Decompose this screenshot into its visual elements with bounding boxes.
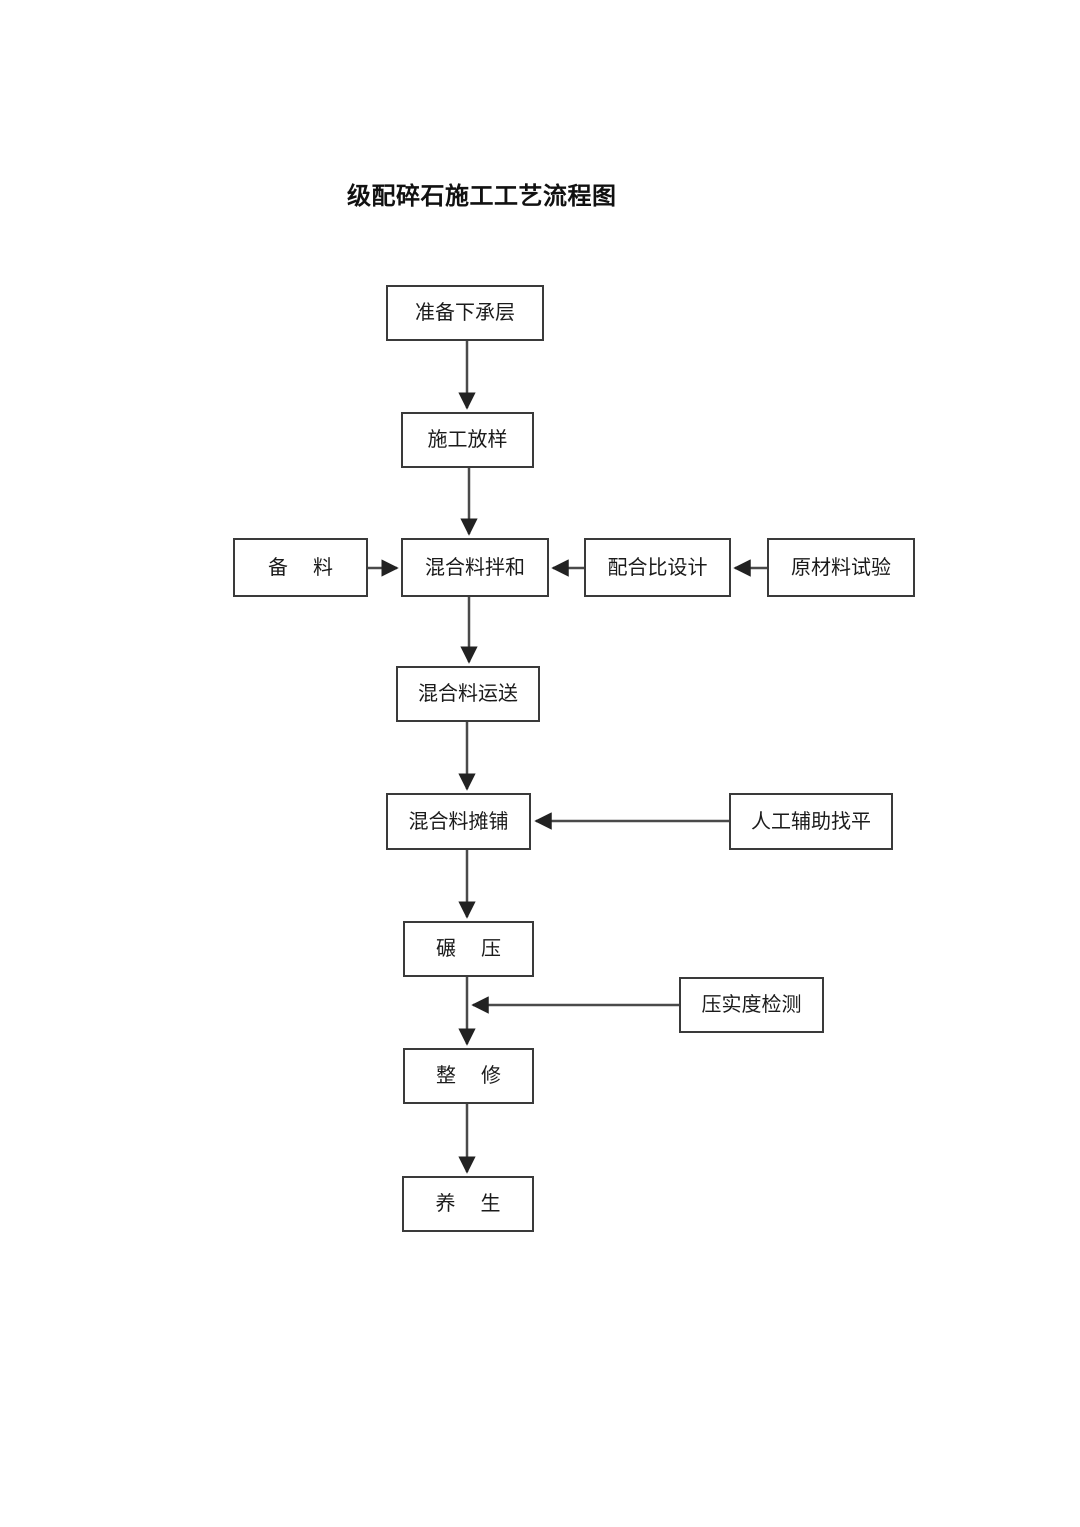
node-label: 配合比设计 (607, 556, 708, 579)
node-mix-paving[interactable]: 混合料摊铺 (386, 793, 531, 850)
node-label: 养 生 (435, 1193, 501, 1215)
node-label: 压实度检测 (701, 994, 802, 1016)
node-manual-leveling[interactable]: 人工辅助找平 (729, 793, 893, 850)
node-trimming[interactable]: 整 修 (403, 1048, 534, 1104)
node-stock-material[interactable]: 备 料 (233, 538, 368, 597)
node-label: 碾 压 (436, 938, 501, 960)
node-label: 准备下承层 (415, 302, 515, 324)
node-label: 原材料试验 (791, 556, 891, 579)
node-compaction[interactable]: 碾 压 (403, 921, 534, 977)
page-title: 级配碎石施工工艺流程图 (347, 183, 617, 210)
node-label: 混合料拌和 (425, 556, 525, 579)
node-compaction-test[interactable]: 压实度检测 (679, 977, 824, 1033)
node-label: 备 料 (268, 556, 333, 579)
node-label: 施工放样 (427, 429, 508, 451)
node-label: 混合料运送 (418, 683, 518, 705)
node-mix-blending[interactable]: 混合料拌和 (401, 538, 549, 597)
node-raw-material-test[interactable]: 原材料试验 (767, 538, 915, 597)
node-prep-subgrade[interactable]: 准备下承层 (386, 285, 544, 341)
node-curing[interactable]: 养 生 (402, 1176, 534, 1232)
node-label: 混合料摊铺 (408, 810, 509, 833)
node-label: 人工辅助找平 (751, 810, 871, 833)
node-label: 整 修 (436, 1065, 501, 1087)
node-mix-design[interactable]: 配合比设计 (584, 538, 731, 597)
node-mix-transport[interactable]: 混合料运送 (396, 666, 540, 722)
node-survey-layout[interactable]: 施工放样 (401, 412, 534, 468)
